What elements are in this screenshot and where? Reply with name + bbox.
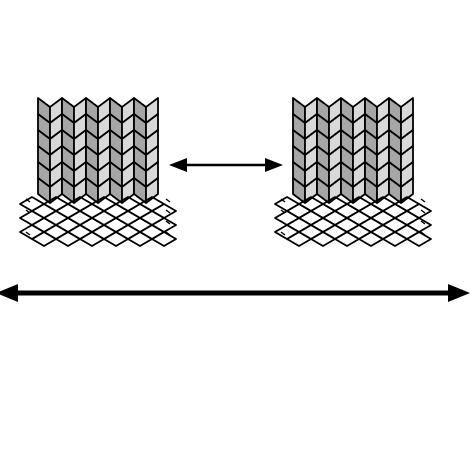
long-arrow-left-head — [0, 284, 18, 302]
mesh-edge-mark — [420, 209, 426, 214]
mesh-cell — [394, 224, 420, 240]
mesh-cell — [346, 224, 372, 240]
mesh-cell — [139, 210, 165, 226]
mesh-cell — [322, 210, 348, 226]
mesh-cell — [334, 217, 360, 233]
mesh-cell — [79, 217, 105, 233]
mesh-cell — [43, 224, 69, 240]
mesh-cell — [115, 224, 141, 240]
mesh-cell — [334, 203, 360, 219]
mesh-cell — [91, 210, 117, 226]
mesh-cell — [151, 217, 177, 233]
mesh-cell — [139, 224, 165, 240]
mesh-edge-mark — [420, 231, 426, 236]
mesh-cell — [55, 203, 81, 219]
mesh-cell — [55, 217, 81, 233]
mesh-cell — [358, 231, 384, 247]
short-arrow-right-head — [265, 158, 283, 172]
mesh-cell — [103, 203, 129, 219]
mesh-edge-mark — [420, 220, 426, 225]
mesh-cell — [310, 217, 336, 233]
long-arrow — [0, 284, 470, 302]
mesh-cell — [127, 217, 153, 233]
mesh-cell — [151, 231, 177, 247]
mesh-cell — [286, 231, 312, 247]
mesh-cell — [394, 210, 420, 226]
mesh-cell — [382, 231, 408, 247]
mesh-edge-mark — [165, 198, 171, 203]
mesh-cell — [19, 210, 45, 226]
mesh-cell — [346, 210, 372, 226]
mesh-cell — [274, 196, 300, 212]
mesh-cell — [286, 203, 312, 219]
mesh-cell — [370, 210, 396, 226]
mesh-cell — [103, 217, 129, 233]
mesh-cell — [103, 231, 129, 247]
mesh-cell — [358, 217, 384, 233]
left-block — [19, 97, 177, 247]
mesh-cell — [127, 203, 153, 219]
mesh-edge-mark — [25, 198, 31, 203]
mesh-cell — [115, 210, 141, 226]
mesh-edge-mark — [25, 220, 31, 225]
mesh-edge-mark — [165, 209, 171, 214]
mesh-cell — [310, 231, 336, 247]
mesh-cell — [151, 203, 177, 219]
mesh-edge-mark — [25, 231, 31, 236]
mesh-cell — [286, 217, 312, 233]
mesh-cell — [55, 231, 81, 247]
mesh-cell — [334, 231, 360, 247]
mesh-cell — [67, 210, 93, 226]
mesh-cell — [406, 217, 432, 233]
mesh-cell — [358, 203, 384, 219]
mesh-cell — [298, 224, 324, 240]
fabric-face — [400, 177, 414, 204]
mesh-edge-mark — [165, 220, 171, 225]
mesh-cell — [322, 224, 348, 240]
mesh-edge-mark — [280, 231, 286, 236]
mesh-cell — [31, 203, 57, 219]
mesh-cell — [382, 203, 408, 219]
short-arrow-left-head — [169, 158, 187, 172]
mesh-cell — [43, 210, 69, 226]
mesh-edge-mark — [165, 231, 171, 236]
mesh-edge-mark — [420, 198, 426, 203]
mesh-cell — [127, 231, 153, 247]
mesh-cell — [298, 210, 324, 226]
mesh-cell — [310, 203, 336, 219]
mesh-cell — [91, 224, 117, 240]
mesh-cell — [67, 224, 93, 240]
mesh-edge-mark — [25, 209, 31, 214]
mesh-cell — [370, 224, 396, 240]
mesh-cell — [406, 231, 432, 247]
mesh-cell — [31, 217, 57, 233]
mesh-cell — [19, 224, 45, 240]
fabric-face — [145, 177, 159, 204]
mesh-cell — [79, 231, 105, 247]
mesh-edge-mark — [280, 220, 286, 225]
mesh-cell — [406, 203, 432, 219]
mesh-cell — [31, 231, 57, 247]
mesh-cell — [382, 217, 408, 233]
mesh-cell — [274, 224, 300, 240]
long-arrow-right-head — [448, 284, 470, 302]
short-arrow — [169, 158, 283, 172]
mesh-edge-mark — [280, 198, 286, 203]
mesh-cell — [19, 196, 45, 212]
mesh-cell — [274, 210, 300, 226]
mesh-edge-mark — [280, 209, 286, 214]
mesh-cell — [79, 203, 105, 219]
right-block — [274, 97, 432, 247]
